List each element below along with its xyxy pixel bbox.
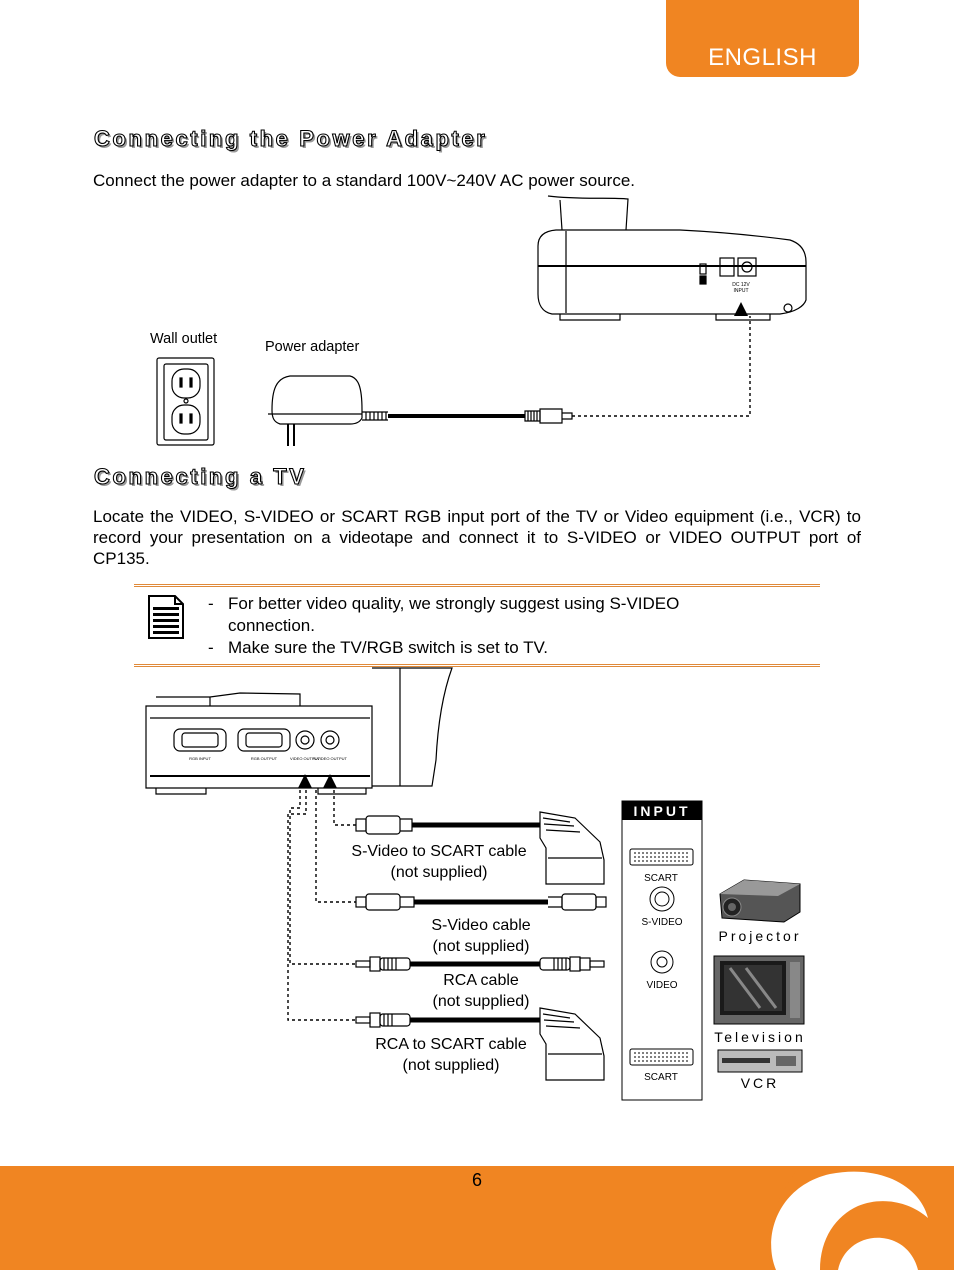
svideo-scart-cable — [355, 811, 605, 885]
cable-label: RCA to SCART cable — [375, 1036, 527, 1053]
note-icon — [148, 595, 184, 639]
footer-logo-swoosh — [768, 1166, 954, 1270]
input-port-label: SCART — [644, 1072, 678, 1083]
tv-section-text: Locate the VIDEO, S-VIDEO or SCART RGB i… — [93, 507, 861, 568]
projector-illustration — [719, 879, 801, 923]
note-item: Make sure the TV/RGB switch is set to TV… — [208, 637, 748, 659]
camera-body-illustration — [537, 195, 807, 321]
input-port-label: SCART — [644, 873, 678, 884]
wall-outlet-label: Wall outlet — [150, 331, 218, 347]
tv-section-title: Connecting a TV — [93, 463, 307, 489]
power-section-text: Connect the power adapter to a standard … — [93, 171, 635, 190]
power-section-title: Connecting the Power Adapter — [93, 125, 488, 151]
cable-note: (not supplied) — [403, 1057, 500, 1074]
input-port-label: VIDEO — [646, 980, 677, 991]
rca-scart-cable — [355, 1007, 605, 1081]
power-dashed-line — [572, 316, 751, 417]
cable-note: (not supplied) — [433, 938, 530, 955]
power-adapter-label: Power adapter — [265, 339, 360, 355]
note-item: For better video quality, we strongly su… — [208, 593, 748, 637]
cable-label: RCA cable — [443, 972, 519, 989]
cable-label: S-Video cable — [431, 917, 530, 934]
svideo-cable — [355, 893, 607, 911]
dc-input-arrow — [734, 302, 748, 316]
language-label: ENGLISH — [708, 44, 817, 71]
svideo-out-arrow — [323, 774, 337, 788]
back-port-label: RGB INPUT — [189, 756, 211, 761]
video-out-arrow — [298, 774, 312, 788]
input-port-label: S-VIDEO — [641, 917, 682, 928]
language-tab: ENGLISH — [666, 0, 859, 77]
device-label: Projector — [718, 928, 801, 944]
back-port-label: VIDEO OUTPUT — [290, 756, 321, 761]
dc-input-label-1: DC 12V — [732, 282, 750, 288]
cable-note: (not supplied) — [391, 864, 488, 881]
rca-cable — [355, 956, 605, 972]
camera-back-illustration — [145, 667, 453, 795]
television-illustration — [713, 955, 805, 1025]
vcr-illustration — [717, 1049, 803, 1073]
dc-input-label-2: INPUT — [734, 288, 749, 294]
page-number: 6 — [471, 1170, 482, 1190]
note-box: For better video quality, we strongly su… — [134, 584, 820, 667]
device-label: VCR — [741, 1075, 780, 1091]
tv-connection-diagram: RGB INPUT RGB OUTPUT VIDEO OUTPUT S-VIDE… — [145, 667, 805, 1101]
input-panel: INPUT SCART S-VIDEO VIDEO SCART — [621, 800, 703, 1101]
wall-outlet-illustration — [156, 357, 215, 446]
cable-label: S-Video to SCART cable — [351, 843, 526, 860]
back-port-label: S-VIDEO OUTPUT — [313, 756, 348, 761]
device-label: Television — [714, 1029, 805, 1045]
input-panel-title: INPUT — [634, 803, 691, 819]
back-port-label: RGB OUTPUT — [251, 756, 278, 761]
cable-note: (not supplied) — [433, 993, 530, 1010]
note-list: For better video quality, we strongly su… — [208, 593, 748, 659]
cable-dashed-lines — [287, 790, 356, 1021]
power-diagram: DC 12V INPUT — [156, 195, 807, 446]
power-adapter-illustration — [268, 375, 573, 446]
